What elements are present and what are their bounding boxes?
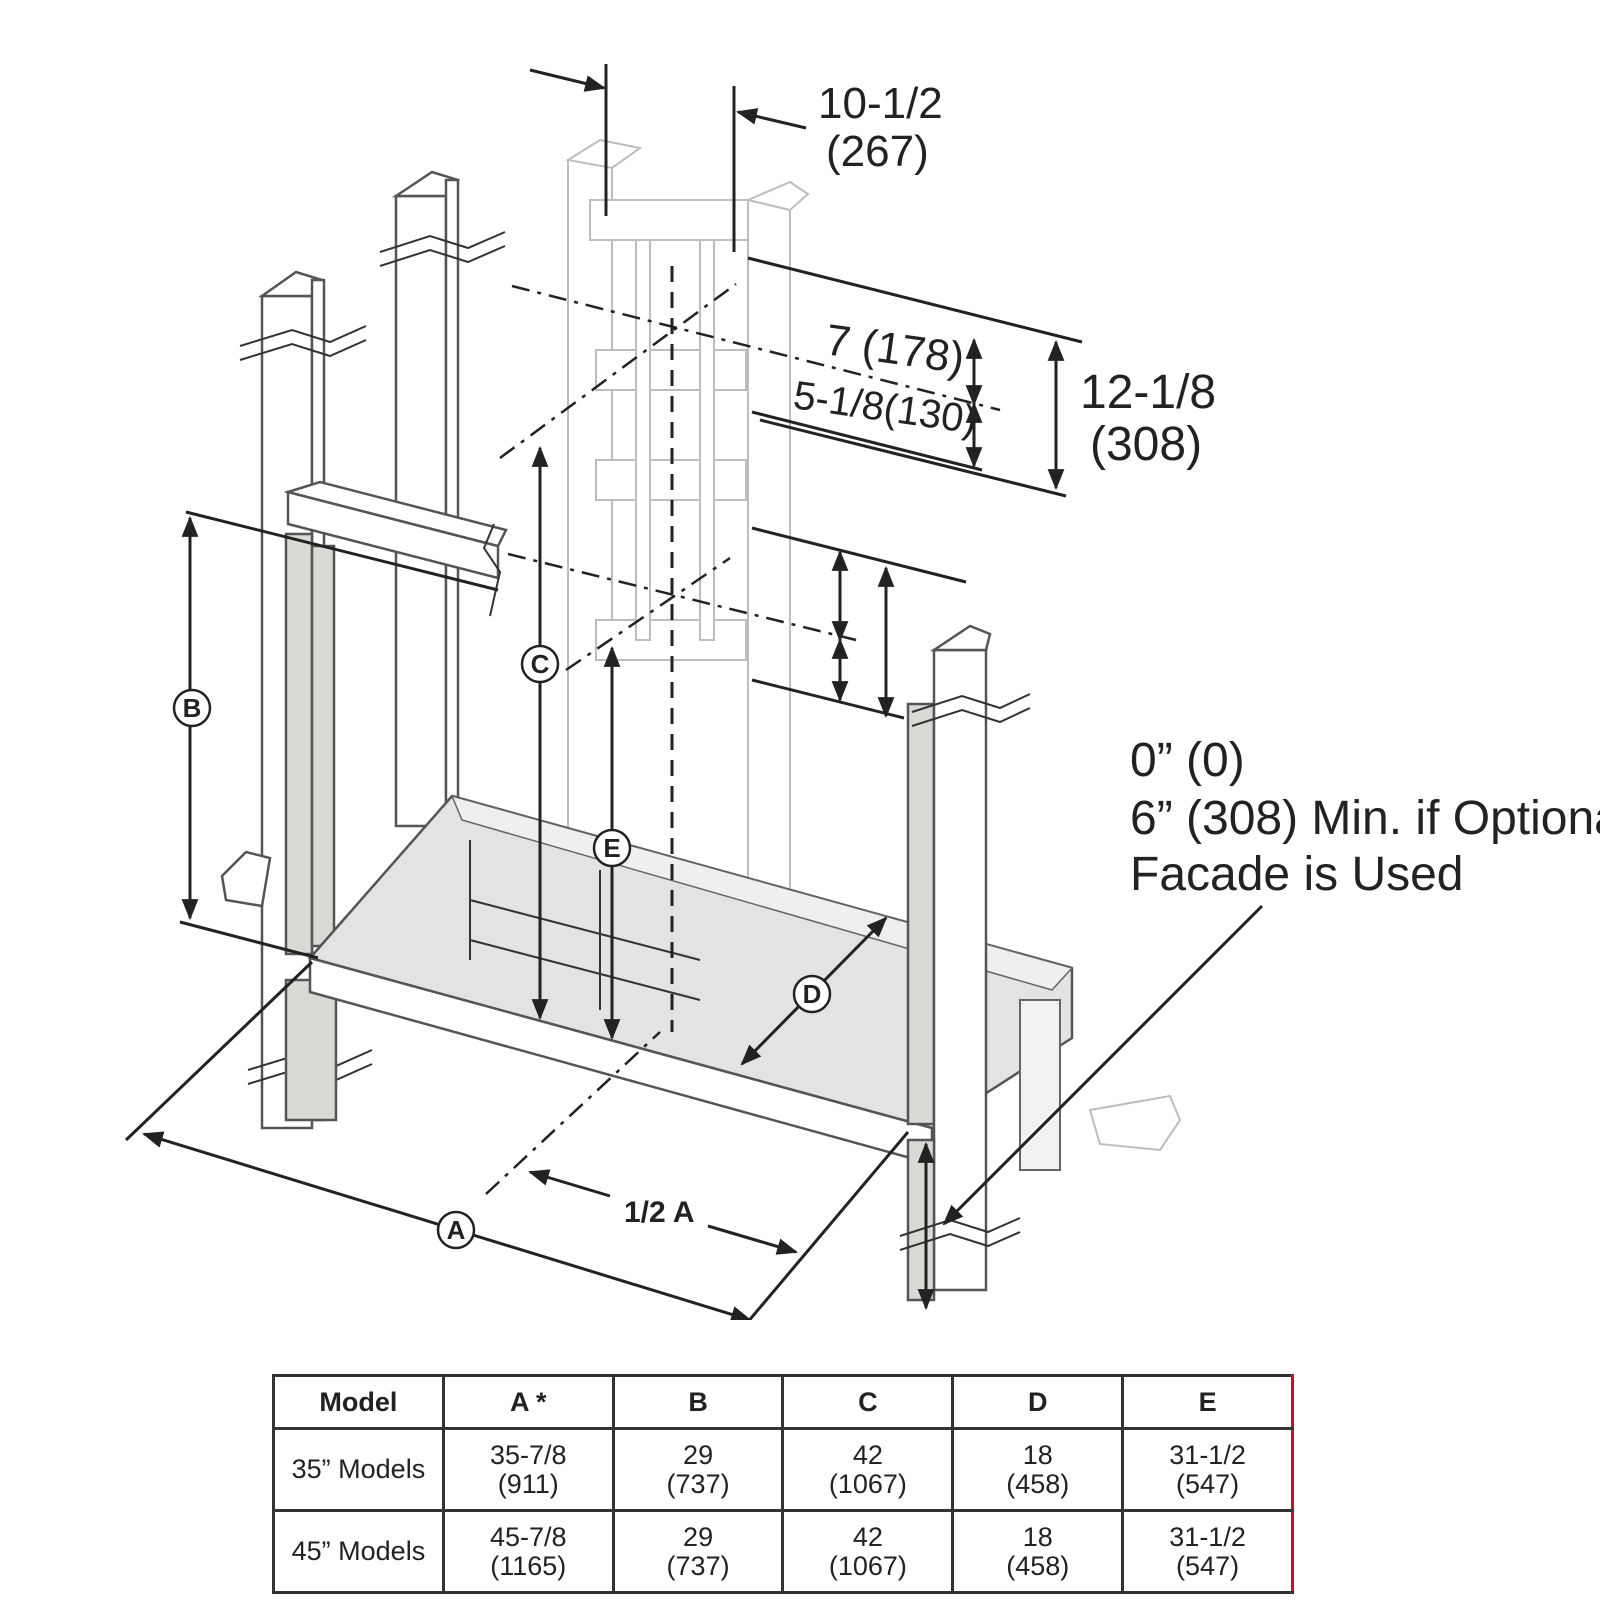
dim-half-a: 1/2 A (527, 1169, 799, 1255)
left-rear-stud (379, 170, 506, 828)
model-cell: 45” Models (272, 1509, 445, 1594)
dim-top-width: 10-1/2 (267) (529, 64, 943, 252)
hearth-right (1088, 1094, 1182, 1152)
dim-mid-heights (751, 526, 967, 720)
left-jamb (284, 532, 314, 956)
table-row: 35” Models 35-7/8(911) 29(737) 42(1067) … (272, 1427, 1294, 1512)
table-cell: 45-7/8(1165) (441, 1509, 615, 1594)
table-header-row: Model A * B C D E (272, 1374, 1294, 1430)
label-a: A (447, 1215, 466, 1245)
table-cell: 29(737) (611, 1427, 785, 1512)
label-d: D (803, 979, 822, 1009)
label-b: B (183, 693, 202, 723)
center-upper-value: 7 (178) (823, 315, 968, 383)
header-model: Model (272, 1374, 445, 1430)
side-note-1: 0” (0) (1130, 734, 1245, 787)
label-c: C (531, 649, 550, 679)
mid-centerline-a (507, 552, 857, 642)
header-e: E (1121, 1374, 1294, 1430)
side-note-3: Facade is Used (1130, 848, 1464, 901)
dim-d: D (740, 916, 888, 1066)
dim-e: E (592, 645, 632, 1041)
top-centerline-b (499, 282, 737, 460)
dim-b: B (172, 510, 499, 960)
table-cell: 42(1067) (781, 1427, 955, 1512)
header-c: C (781, 1374, 955, 1430)
model-cell: 35” Models (272, 1427, 445, 1512)
framing-diagram: 10-1/2 (267) 7 (178) 5-1/8(130) 12-1/8 (… (124, 64, 1600, 1320)
table-cell: 35-7/8(911) (441, 1427, 615, 1512)
mid-centerline-b (565, 556, 731, 672)
top-centerline-a (511, 284, 1001, 412)
table-cell: 29(737) (611, 1509, 785, 1594)
table-cell: 31-1/2(547) (1121, 1509, 1294, 1594)
side-clearance: 0” (0) 6” (308) Min. if Optional Facade … (917, 734, 1600, 1311)
half-a-label: 1/2 A (624, 1196, 695, 1229)
dim-top-heights: 7 (178) 5-1/8(130) 12-1/8 (308) (747, 256, 1216, 498)
dimensions-table: Model A * B C D E 35” Models 35-7/8(911)… (272, 1374, 1294, 1594)
dim-a: A (124, 960, 910, 1320)
dim-c: C (520, 445, 560, 1021)
header-beam (283, 480, 508, 617)
label-e: E (603, 833, 620, 863)
total-height-mm: (308) (1090, 418, 1202, 471)
header-a: A * (441, 1374, 615, 1430)
header-b: B (611, 1374, 785, 1430)
table-cell: 42(1067) (781, 1509, 955, 1594)
center-lower-value: 5-1/8(130) (791, 373, 980, 442)
rear-framing (565, 138, 810, 941)
header-d: D (951, 1374, 1125, 1430)
side-note-2: 6” (308) Min. if Optional (1130, 792, 1600, 845)
left-jamb-lower (284, 978, 338, 1122)
top-width-value: 10-1/2 (818, 79, 943, 128)
left-jamb-inner (310, 544, 336, 948)
total-height-value: 12-1/8 (1080, 366, 1216, 419)
table-cell: 31-1/2(547) (1121, 1427, 1294, 1512)
top-width-mm: (267) (826, 127, 929, 176)
right-front-stud (899, 624, 1031, 1302)
table-row: 45” Models 45-7/8(1165) 29(737) 42(1067)… (272, 1509, 1294, 1594)
table-cell: 18(458) (951, 1427, 1125, 1512)
table-cell: 18(458) (951, 1509, 1125, 1594)
hearth-left (220, 850, 272, 908)
